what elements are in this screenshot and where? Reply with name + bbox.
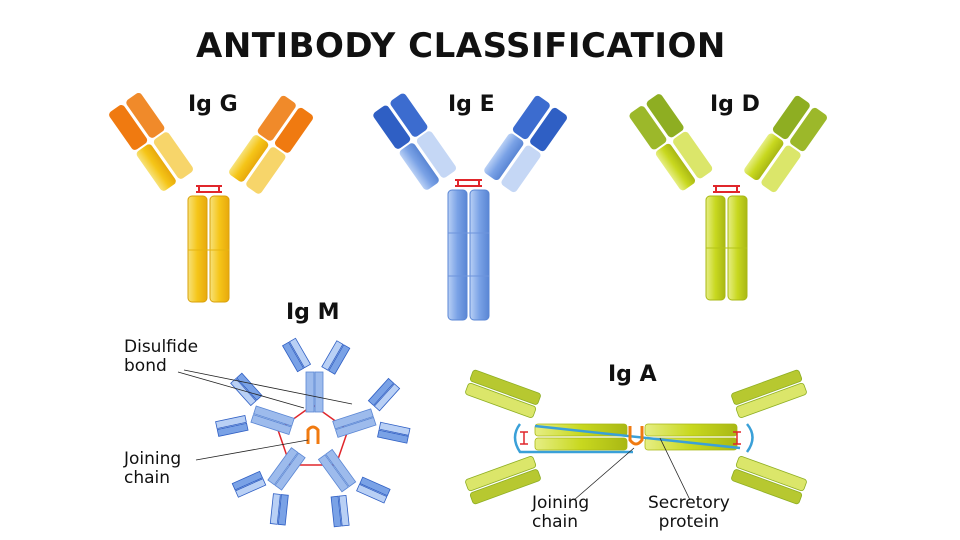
igg-label: Ig G: [188, 92, 238, 117]
igm-arm-left: [212, 370, 303, 457]
igm-arm-lower-right: [297, 436, 395, 535]
iga-label: Ig A: [608, 362, 657, 387]
igm-arm-lower-left: [226, 432, 324, 531]
iga-joining-chain: [630, 426, 642, 444]
igd-label: Ig D: [710, 92, 760, 117]
igm-label: Ig M: [286, 300, 340, 325]
disulfide-bond-label: Disulfide bond: [124, 338, 198, 376]
igg-antibody: [108, 91, 315, 302]
igm-arm-top: [283, 338, 350, 412]
ige-label: Ig E: [448, 92, 495, 117]
iga-dimer: [465, 369, 808, 504]
igm-pentamer: [212, 338, 417, 535]
igm-joining-chain: [308, 427, 318, 444]
ige-antibody: [372, 92, 569, 320]
secretory-protein-label: Secretory protein: [648, 494, 730, 532]
igm-arm-right: [325, 376, 416, 463]
igd-antibody: [628, 93, 829, 300]
igm-joining-chain-label: Joining chain: [124, 450, 181, 488]
iga-joining-chain-label: Joining chain: [532, 494, 589, 532]
